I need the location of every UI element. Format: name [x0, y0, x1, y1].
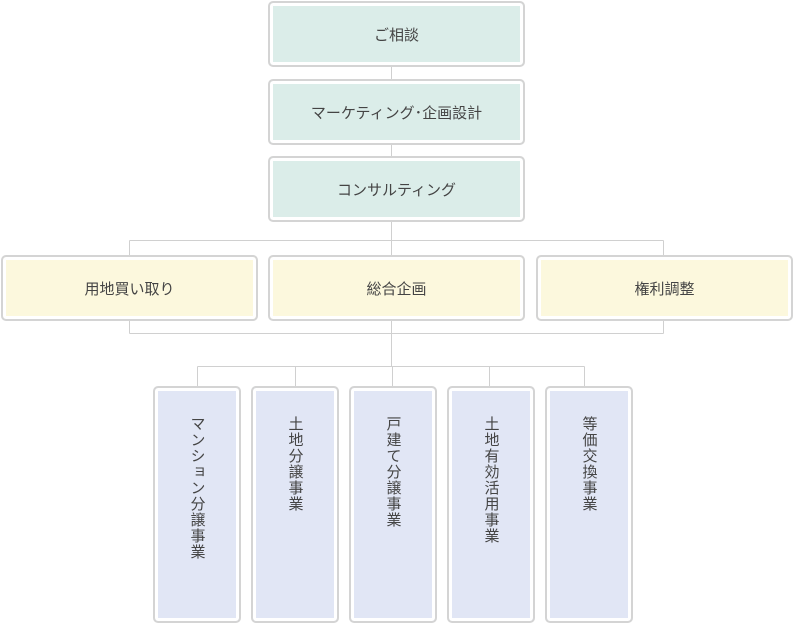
step-consult-box: ご相談: [268, 1, 525, 67]
business-land-sales-label: 土地分譲事業: [286, 416, 305, 512]
business-equivalent-exchange-box: 等価交換事業: [545, 386, 633, 623]
service-general-planning-box: 総合企画: [268, 255, 525, 321]
business-house-sales-box: 戸建て分譲事業: [349, 386, 437, 623]
step-marketing-box: マーケティング･企画設計: [268, 79, 525, 145]
business-condo-sales-label: マンション分譲事業: [188, 416, 207, 560]
step-consulting-label: コンサルティング: [336, 180, 457, 199]
service-land-purchase-label: 用地買い取り: [84, 279, 175, 298]
step-consulting-box: コンサルティング: [268, 156, 525, 222]
business-land-utilization-box: 土地有効活用事業: [447, 386, 535, 623]
business-house-sales-label: 戸建て分譲事業: [384, 416, 403, 528]
service-land-purchase-box: 用地買い取り: [1, 255, 258, 321]
service-rights-adjustment-label: 権利調整: [634, 279, 695, 298]
business-equivalent-exchange-label: 等価交換事業: [580, 416, 599, 512]
business-land-sales-box: 土地分譲事業: [251, 386, 339, 623]
business-condo-sales-box: マンション分譲事業: [153, 386, 241, 623]
step-consult-label: ご相談: [373, 25, 419, 44]
step-marketing-label: マーケティング･企画設計: [310, 103, 483, 122]
business-land-utilization-label: 土地有効活用事業: [482, 416, 501, 544]
service-general-planning-label: 総合企画: [366, 279, 427, 298]
service-rights-adjustment-box: 権利調整: [536, 255, 793, 321]
